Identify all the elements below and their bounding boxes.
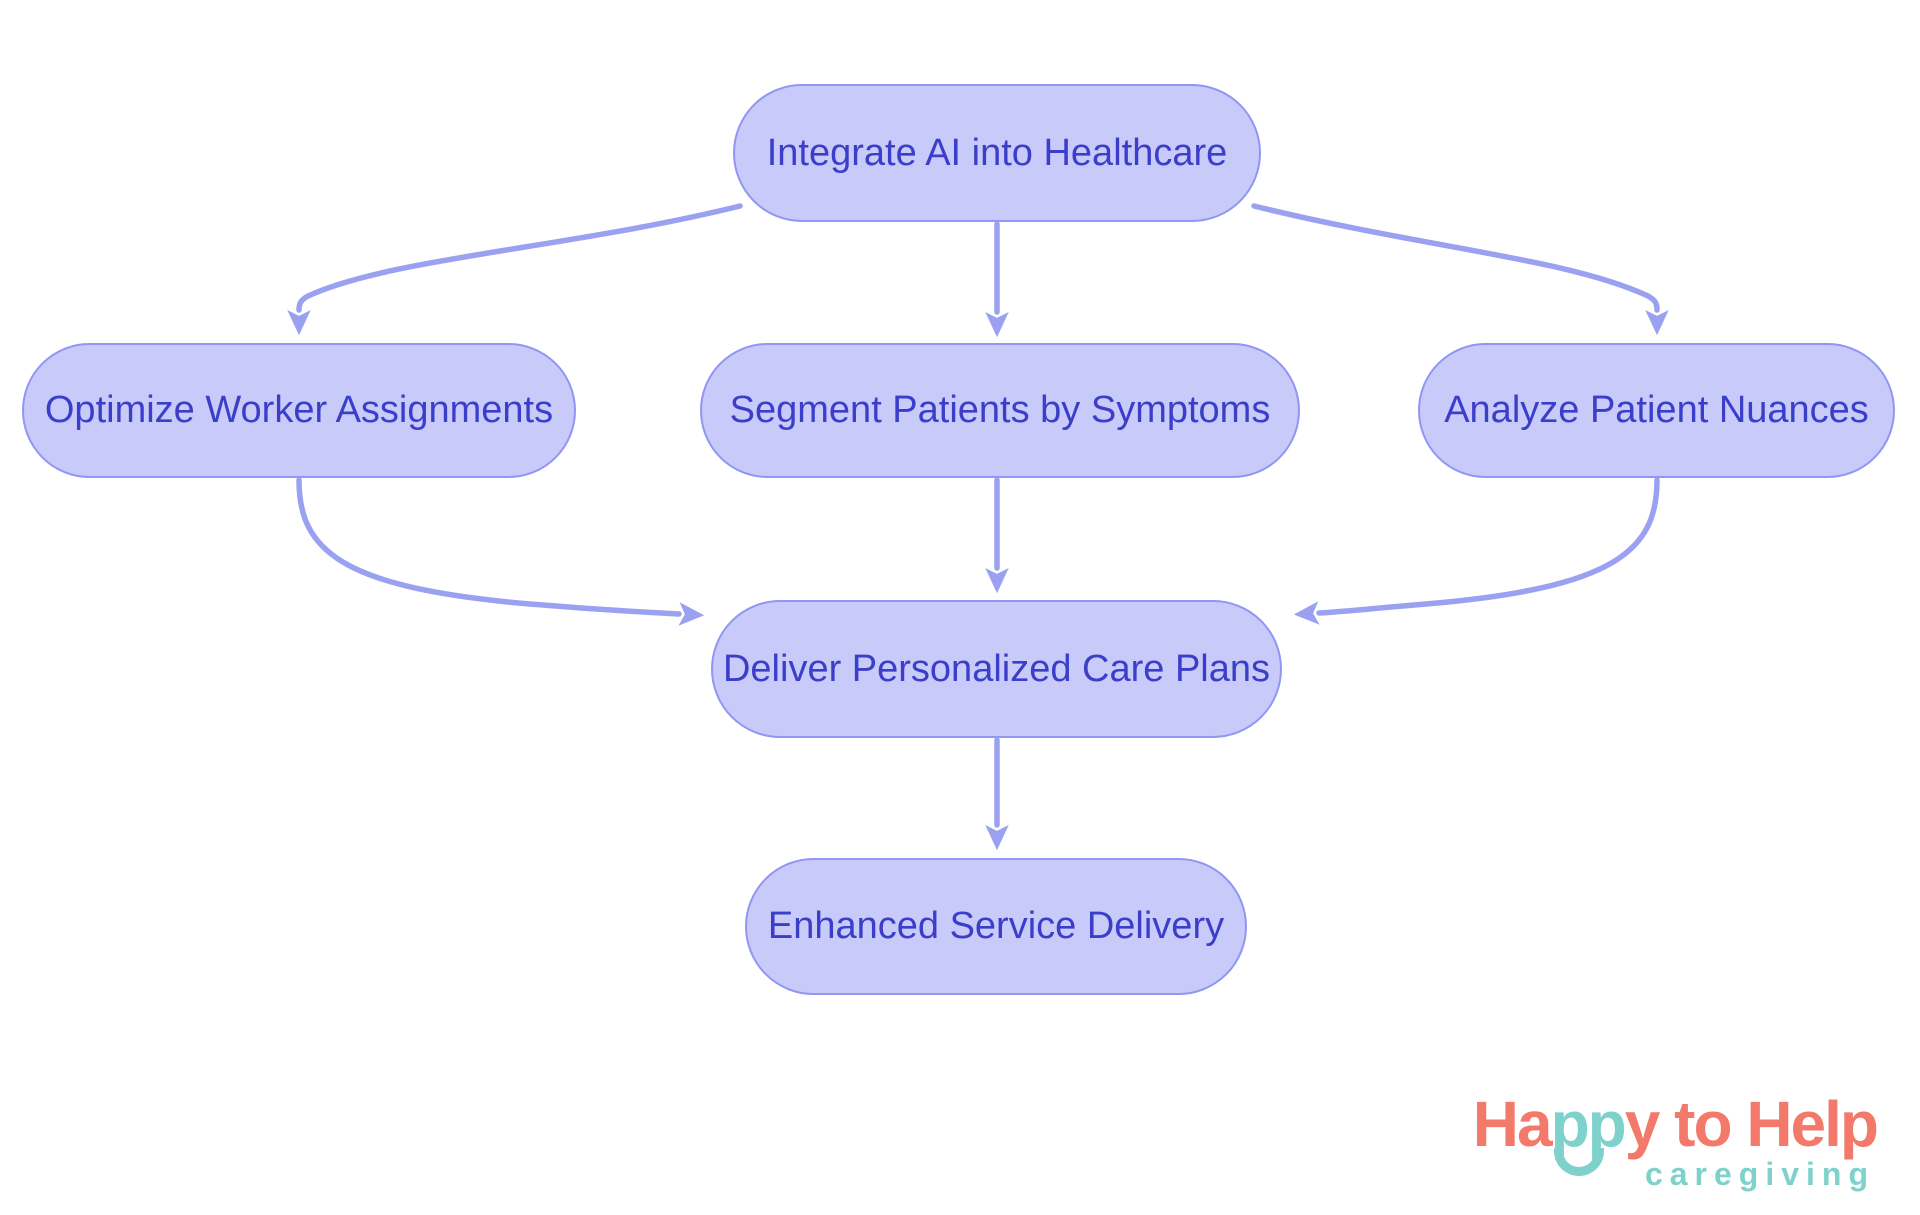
node-enhanced-service-delivery: Enhanced Service Delivery bbox=[745, 858, 1247, 995]
smile-icon bbox=[1553, 1148, 1604, 1176]
edge-analyze-to-deliver bbox=[1293, 477, 1660, 625]
edge-optimize-to-deliver bbox=[296, 477, 705, 626]
node-integrate-ai-into-healthcare: Integrate AI into Healthcare bbox=[733, 84, 1261, 222]
logo-text-pp: pp bbox=[1550, 1088, 1627, 1160]
node-deliver-personalized-care-plans: Deliver Personalized Care Plans bbox=[711, 600, 1282, 738]
node-optimize-worker-assignments: Optimize Worker Assignments bbox=[22, 343, 576, 478]
logo-text-y-to-help: y to Help bbox=[1624, 1088, 1879, 1160]
node-analyze-patient-nuances: Analyze Patient Nuances bbox=[1418, 343, 1895, 478]
edge-integrate-to-analyze bbox=[1251, 203, 1669, 336]
logo-text-ha: Ha bbox=[1472, 1088, 1553, 1160]
node-segment-patients-by-symptoms: Segment Patients by Symptoms bbox=[700, 343, 1300, 478]
edge-integrate-to-optimize bbox=[287, 203, 743, 336]
logo-tagline: caregiving bbox=[1644, 1156, 1875, 1192]
